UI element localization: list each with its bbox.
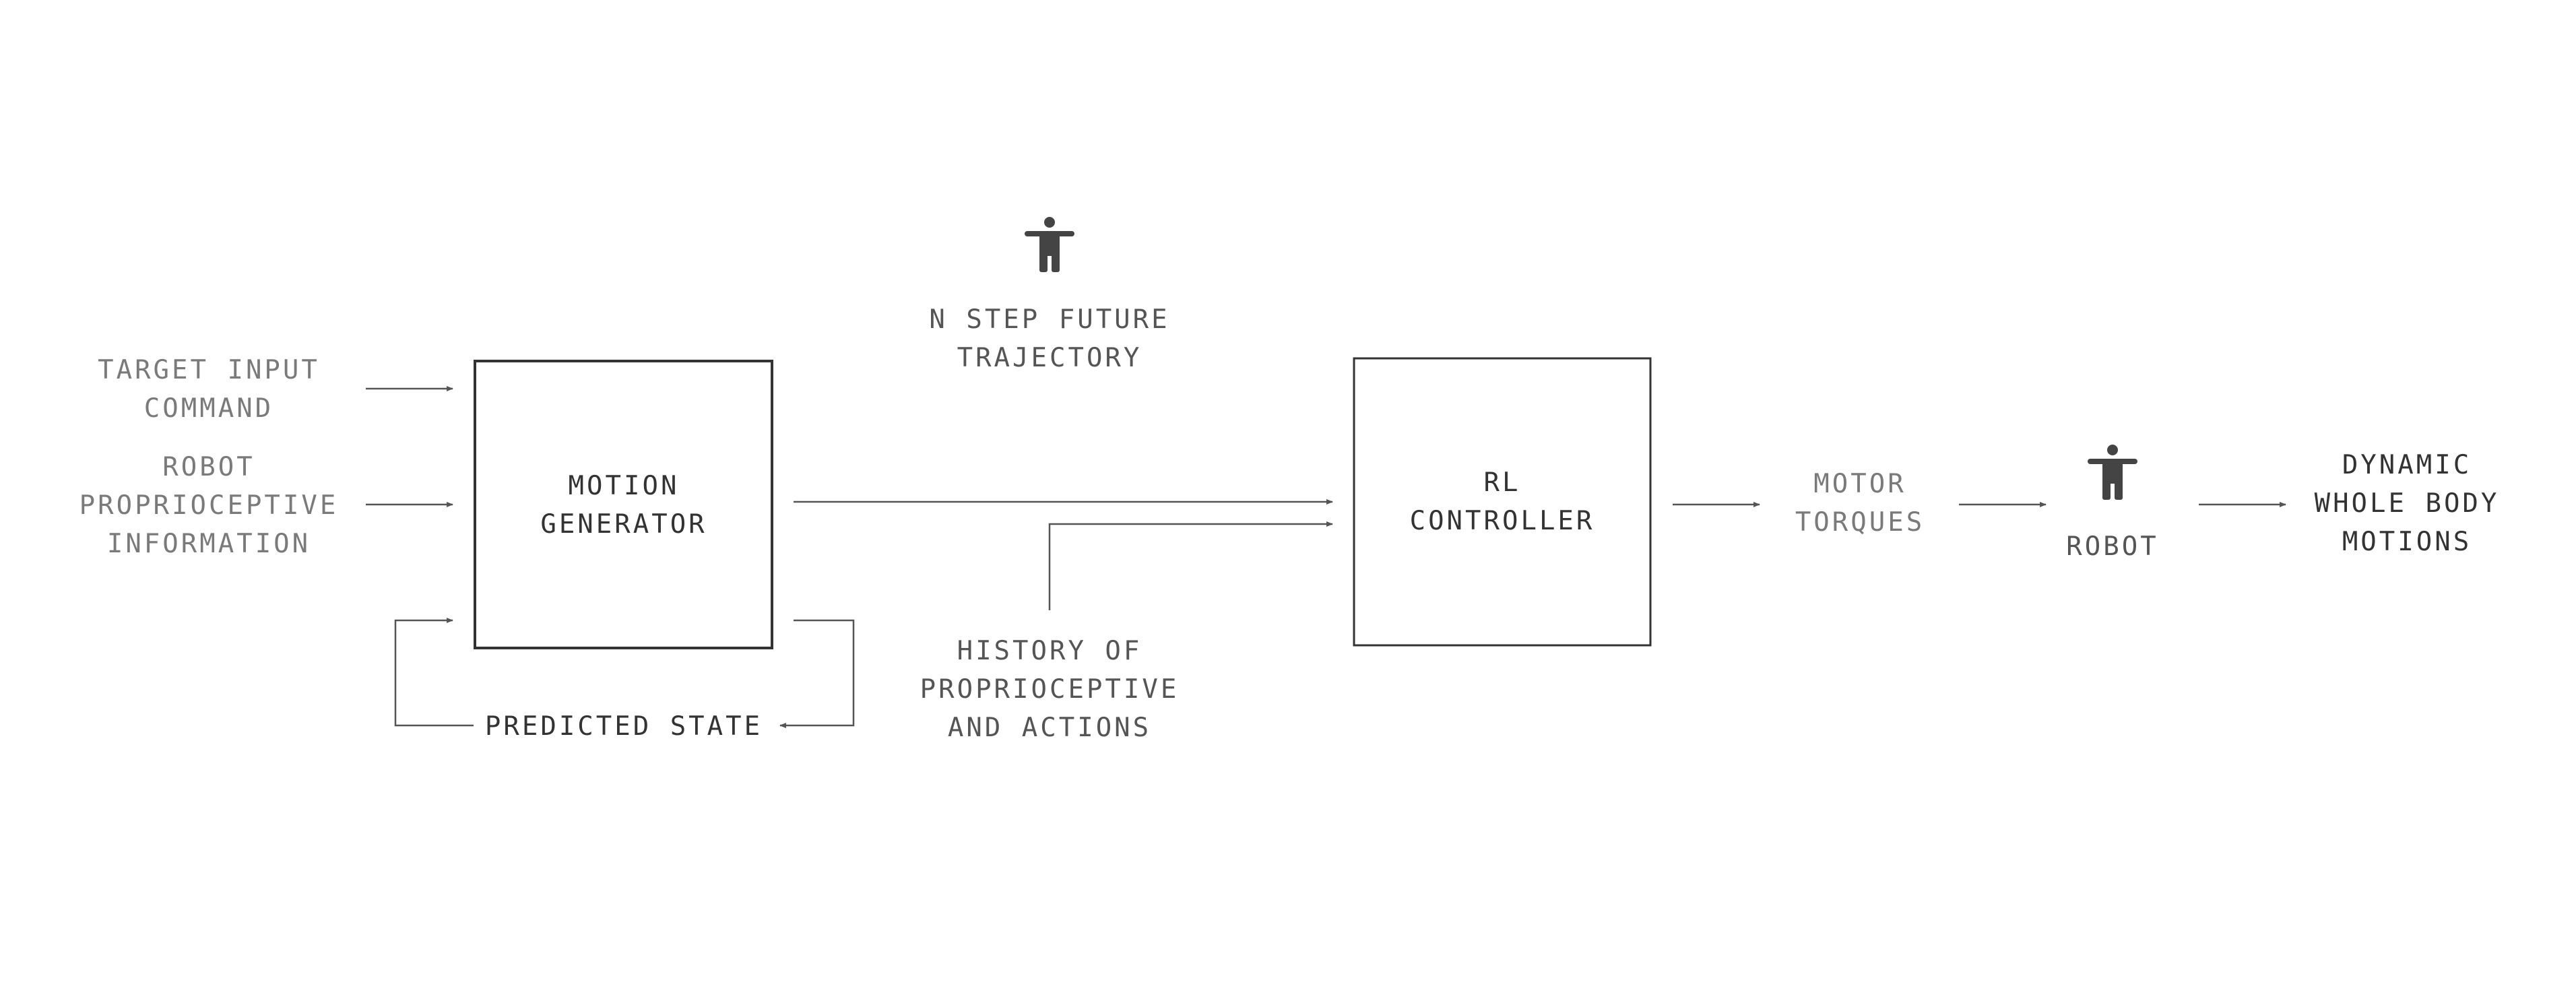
- history-arrow: [1048, 521, 1333, 610]
- rl-controller-label: RL CONTROLLER: [1409, 467, 1595, 536]
- robot-humanoid-icon: [2088, 445, 2137, 500]
- predicted-state-return-line: [394, 618, 474, 727]
- rl-controller-box: [1353, 357, 1652, 647]
- humanoid-figure-icon: [1025, 217, 1074, 272]
- predicted-state-label: PREDICTED STATE: [484, 711, 763, 742]
- target-input-command-label: TARGET INPUT COMMAND: [98, 355, 320, 424]
- dynamic-whole-body-motions-label: DYNAMIC WHOLE BODY MOTIONS: [2314, 450, 2500, 557]
- motion-generator-label: MOTION GENERATOR: [540, 471, 707, 540]
- predicted-state-out-line: [779, 619, 855, 728]
- history-label: HISTORY OF PROPRIOCEPTIVE AND ACTIONS: [920, 636, 1180, 743]
- n-step-future-trajectory-label: N STEP FUTURE TRAJECTORY: [929, 304, 1170, 373]
- motor-torques-label: MOTOR TORQUES: [1795, 469, 1925, 538]
- robot-proprioceptive-information-label: ROBOT PROPRIOCEPTIVE INFORMATION: [79, 452, 339, 559]
- motion-generator-box: [474, 360, 773, 649]
- robot-label: ROBOT: [2066, 531, 2159, 562]
